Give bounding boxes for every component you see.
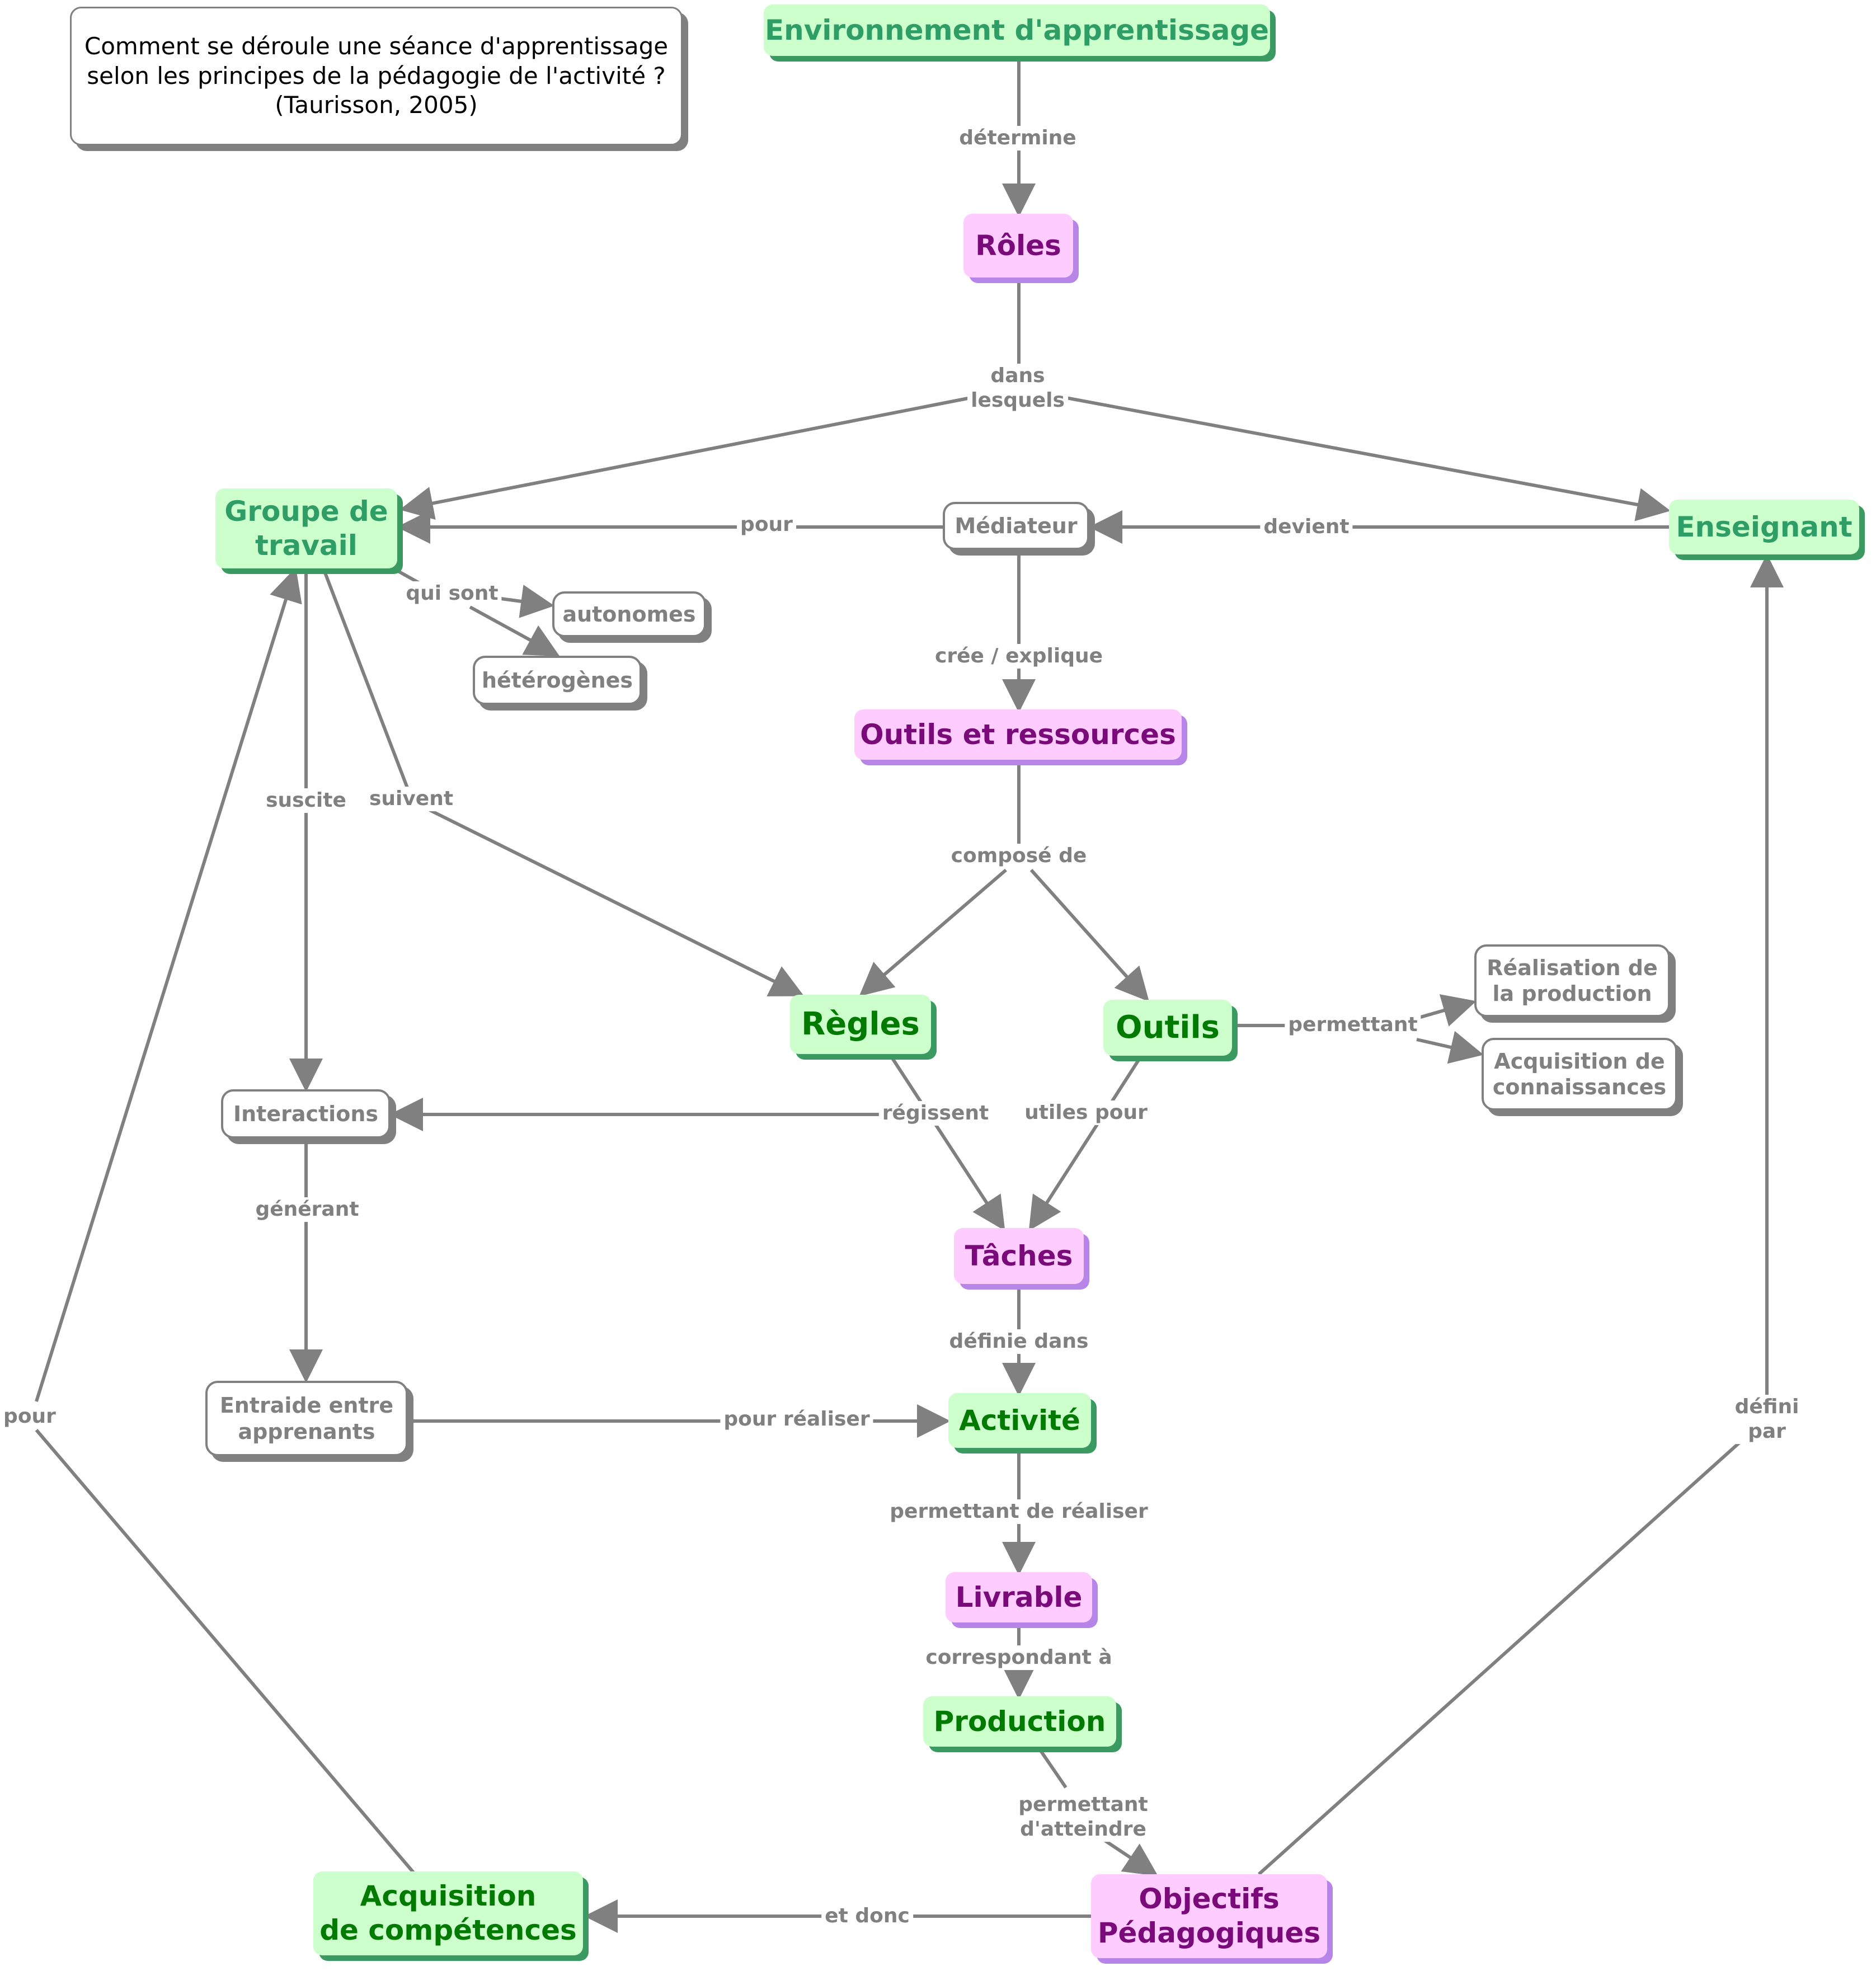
node-autonomes[interactable]: autonomes xyxy=(552,591,706,637)
node-realisation-production[interactable]: Réalisation de la production xyxy=(1474,944,1670,1017)
link-label-permettant-d-atteindre: permettant d'atteindre xyxy=(1015,1793,1151,1842)
link-label-suivent: suivent xyxy=(365,787,457,811)
node-livrable[interactable]: Livrable xyxy=(946,1572,1092,1622)
link-label-pour-acquisition: pour xyxy=(0,1404,59,1429)
node-activite[interactable]: Activité xyxy=(948,1393,1091,1448)
node-heterogenes[interactable]: hétérogènes xyxy=(473,656,642,705)
node-groupe-de-travail[interactable]: Groupe de travail xyxy=(215,488,397,568)
link-label-compose-de: composé de xyxy=(947,844,1090,868)
link-label-generant: générant xyxy=(252,1197,363,1222)
node-objectifs-pedagogiques[interactable]: Objectifs Pédagogiques xyxy=(1091,1874,1327,1958)
link-label-permettant-de-realiser: permettant de réaliser xyxy=(886,1499,1151,1524)
link-label-qui-sont: qui sont xyxy=(402,581,502,606)
edge-pour-groupe xyxy=(35,567,302,1402)
link-label-permettant: permettant xyxy=(1285,1013,1421,1037)
link-label-dans-lesquels: dans lesquels xyxy=(967,364,1068,413)
edge-permettant-objectifs xyxy=(1104,1839,1158,1876)
node-acquisition-connaissances[interactable]: Acquisition de connaissances xyxy=(1482,1038,1677,1111)
link-label-suscite: suscite xyxy=(262,788,350,813)
link-label-utiles-pour: utiles pour xyxy=(1021,1100,1151,1125)
node-outils[interactable]: Outils xyxy=(1103,1000,1232,1056)
node-entraide-apprenants[interactable]: Entraide entre apprenants xyxy=(205,1381,408,1456)
edge-dans-lesquels-groupe xyxy=(399,396,974,520)
edge-regles-taches xyxy=(888,1053,1005,1231)
edge-permettant-acquisition xyxy=(1416,1031,1484,1064)
edge-qui-sont-autonomes xyxy=(492,585,554,618)
edge-qui-sont-heterogenes xyxy=(469,605,560,656)
edge-outils-taches xyxy=(1028,1055,1143,1231)
focus-question: Comment se déroule une séance d'apprenti… xyxy=(70,7,683,145)
node-roles[interactable]: Rôles xyxy=(963,214,1073,277)
edge-compose-regles xyxy=(859,868,1007,996)
node-acquisition-competences[interactable]: Acquisition de compétences xyxy=(313,1871,583,1955)
link-label-devient: devient xyxy=(1260,515,1353,539)
edge-groupe-suivent xyxy=(322,567,409,789)
link-label-correspondant-a: correspondant à xyxy=(922,1645,1116,1670)
edge-permettant-realisation xyxy=(1416,994,1477,1027)
node-enseignant[interactable]: Enseignant xyxy=(1669,500,1859,554)
link-label-defini-par: défini par xyxy=(1712,1395,1822,1444)
link-label-pour-mediateur: pour xyxy=(737,512,796,537)
node-production[interactable]: Production xyxy=(923,1696,1116,1747)
node-taches[interactable]: Tâches xyxy=(954,1228,1084,1284)
node-outils-et-ressources[interactable]: Outils et ressources xyxy=(854,709,1182,760)
edge-compose-outils xyxy=(1029,868,1150,1002)
node-interactions[interactable]: Interactions xyxy=(221,1089,391,1139)
link-label-regissent: régissent xyxy=(878,1101,993,1126)
edge-acquisition-pour xyxy=(35,1429,416,1874)
node-environnement[interactable]: Environnement d'apprentissage xyxy=(764,4,1270,56)
link-label-cree-explique: crée / explique xyxy=(931,644,1107,669)
edge-production-permettant xyxy=(1036,1746,1068,1789)
edge-objectifs-defini-par xyxy=(1257,1429,1755,1876)
node-mediateur[interactable]: Médiateur xyxy=(943,502,1089,550)
edge-suivent-regles xyxy=(429,808,805,996)
edge-dans-lesquels-enseignant xyxy=(1062,396,1671,521)
link-label-et-donc: et donc xyxy=(821,1904,913,1928)
link-label-definie-dans: définie dans xyxy=(946,1329,1092,1354)
node-regles[interactable]: Règles xyxy=(790,995,931,1054)
link-label-determine: détermine xyxy=(956,126,1080,150)
link-label-pour-realiser: pour réaliser xyxy=(720,1407,873,1432)
